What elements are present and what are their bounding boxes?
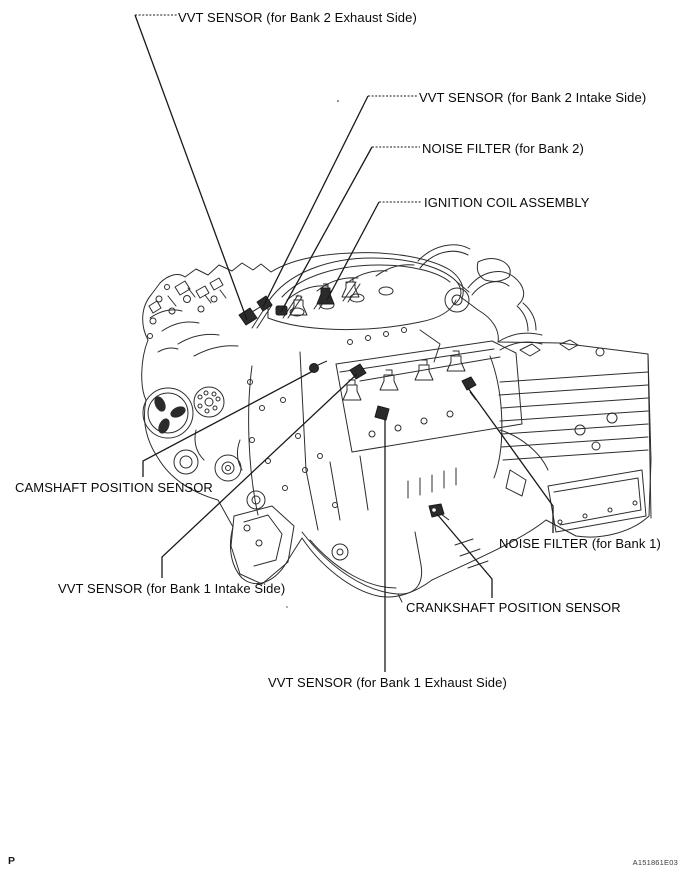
callout-vvt-sensor-bank2-intake: VVT SENSOR (for Bank 2 Intake Side) [419,90,647,105]
intake-manifold [267,257,470,331]
noise-filter-bank1-shape [461,376,477,391]
leader-lines [134,14,554,672]
labeled-components [238,283,477,521]
front-pulleys [142,386,266,510]
callout-camshaft-position-sensor: CAMSHAFT POSITION SENSOR [15,480,213,495]
crankshaft-position-sensor-shape [428,503,445,518]
exhaust-cluster-bank2 [147,277,239,357]
figure-code: A151861E03 [632,858,678,867]
callout-crankshaft-position-sensor: CRANKSHAFT POSITION SENSOR [406,600,621,615]
engine-outline [141,252,652,598]
leader-vvt-bank1-intake [161,373,358,578]
bank1-head [335,340,523,499]
camshaft-position-sensor-shape [309,363,319,373]
leader-noise-filter-bank1 [467,387,554,533]
callout-ignition-coil-assembly: IGNITION COIL ASSEMBLY [424,195,590,210]
leader-camshaft-sensor [142,370,314,477]
ignition-coil-assembly-shape [316,287,335,305]
engine-block [247,351,489,569]
leader-noise-filter-bank2 [280,146,373,313]
leader-vvt-bank2-intake [262,95,369,308]
oil-pan-and-mount [230,505,423,603]
callout-noise-filter-bank1: NOISE FILTER (for Bank 1) [499,536,661,551]
callout-vvt-sensor-bank1-intake: VVT SENSOR (for Bank 1 Intake Side) [58,581,286,596]
scan-speck [286,606,288,608]
engine-line-art [141,244,652,603]
transmission [489,339,652,533]
callout-vvt-sensor-bank1-exhaust: VVT SENSOR (for Bank 1 Exhaust Side) [268,675,507,690]
leader-vvt-bank2-exhaust [134,14,248,321]
callout-vvt-sensor-bank2-exhaust: VVT SENSOR (for Bank 2 Exhaust Side) [178,10,417,25]
hoses-top-right [417,244,543,351]
leader-crankshaft-sensor [436,513,493,598]
page-letter: P [8,855,16,867]
vvt-sensor-bank1-intake-shape [349,363,367,380]
deck-bolts [347,327,441,363]
leader-ignition-coil [326,201,380,301]
callout-noise-filter-bank2: NOISE FILTER (for Bank 2) [422,141,584,156]
vvt-sensor-bank1-exhaust-shape [374,405,390,421]
scan-speck [336,99,340,103]
